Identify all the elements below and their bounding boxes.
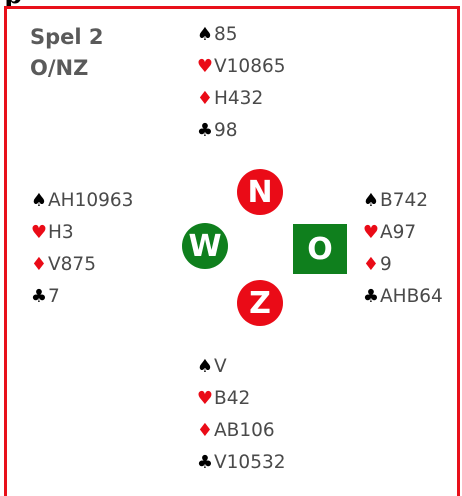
diamond-icon: ♦ [196, 420, 214, 441]
east-diamonds: ♦9 [362, 249, 443, 281]
east-hearts-cards: A97 [380, 222, 417, 243]
club-icon: ♣ [362, 286, 380, 307]
north-diamonds: ♦H432 [196, 83, 286, 115]
heart-icon: ♥ [196, 388, 214, 409]
compass-west: W [182, 223, 228, 269]
south-spades: ♠V [196, 351, 286, 383]
vulnerability: O/NZ [30, 56, 89, 80]
north-spades: ♠85 [196, 19, 286, 51]
deal-info: Spel 2 O/NZ [30, 22, 104, 84]
west-spades: ♠AH10963 [30, 185, 134, 217]
diamond-icon: ♦ [196, 88, 214, 109]
south-diamonds: ♦AB106 [196, 415, 286, 447]
diamond-icon: ♦ [30, 254, 48, 275]
west-diamonds-cards: V875 [48, 254, 96, 275]
heart-icon: ♥ [30, 222, 48, 243]
north-clubs-cards: 98 [214, 120, 238, 141]
east-clubs-cards: AHB64 [380, 286, 443, 307]
west-clubs-cards: 7 [48, 286, 60, 307]
east-clubs: ♣AHB64 [362, 281, 443, 313]
west-hearts: ♥H3 [30, 217, 133, 249]
west-spades-cards: AH10963 [48, 190, 134, 211]
heart-icon: ♥ [196, 56, 214, 77]
club-icon: ♣ [196, 120, 214, 141]
east-diamonds-cards: 9 [380, 254, 392, 275]
west-diamonds: ♦V875 [30, 249, 133, 281]
south-diamonds-cards: AB106 [214, 420, 275, 441]
east-hearts: ♥A97 [362, 217, 443, 249]
compass-south: Z [237, 280, 283, 326]
west-hearts-cards: H3 [48, 222, 74, 243]
south-clubs: ♣V10532 [196, 447, 286, 479]
spade-icon: ♠ [196, 24, 214, 45]
east-spades: ♠B742 [362, 185, 443, 217]
deal-diagram-frame [4, 6, 460, 496]
diamond-icon: ♦ [362, 254, 380, 275]
compass-east: O [293, 224, 347, 274]
hand-west: ♠AH10963 ♥H3 ♦V875 ♣7 [30, 185, 134, 313]
spade-icon: ♠ [30, 190, 48, 211]
heart-icon: ♥ [362, 222, 380, 243]
spade-icon: ♠ [196, 356, 214, 377]
west-clubs: ♣7 [30, 281, 133, 313]
page-header-fragment: p [0, 0, 462, 6]
club-icon: ♣ [30, 286, 48, 307]
compass-north: N [237, 169, 283, 215]
board-number: Spel 2 [30, 25, 104, 49]
north-clubs: ♣98 [196, 115, 286, 147]
south-spades-cards: V [214, 356, 227, 377]
hand-south: ♠V ♥B42 ♦AB106 ♣V10532 [196, 351, 286, 479]
spade-icon: ♠ [362, 190, 380, 211]
hand-north: ♠85 ♥V10865 ♦H432 ♣98 [196, 19, 286, 147]
hand-east: ♠B742 ♥A97 ♦9 ♣AHB64 [362, 185, 443, 313]
north-diamonds-cards: H432 [214, 88, 264, 109]
north-hearts: ♥V10865 [196, 51, 286, 83]
east-spades-cards: B742 [380, 190, 429, 211]
north-spades-cards: 85 [214, 24, 238, 45]
header-fragment-text: p [4, 0, 22, 6]
south-hearts: ♥B42 [196, 383, 286, 415]
south-clubs-cards: V10532 [214, 452, 286, 473]
north-hearts-cards: V10865 [214, 56, 286, 77]
south-hearts-cards: B42 [214, 388, 251, 409]
club-icon: ♣ [196, 452, 214, 473]
